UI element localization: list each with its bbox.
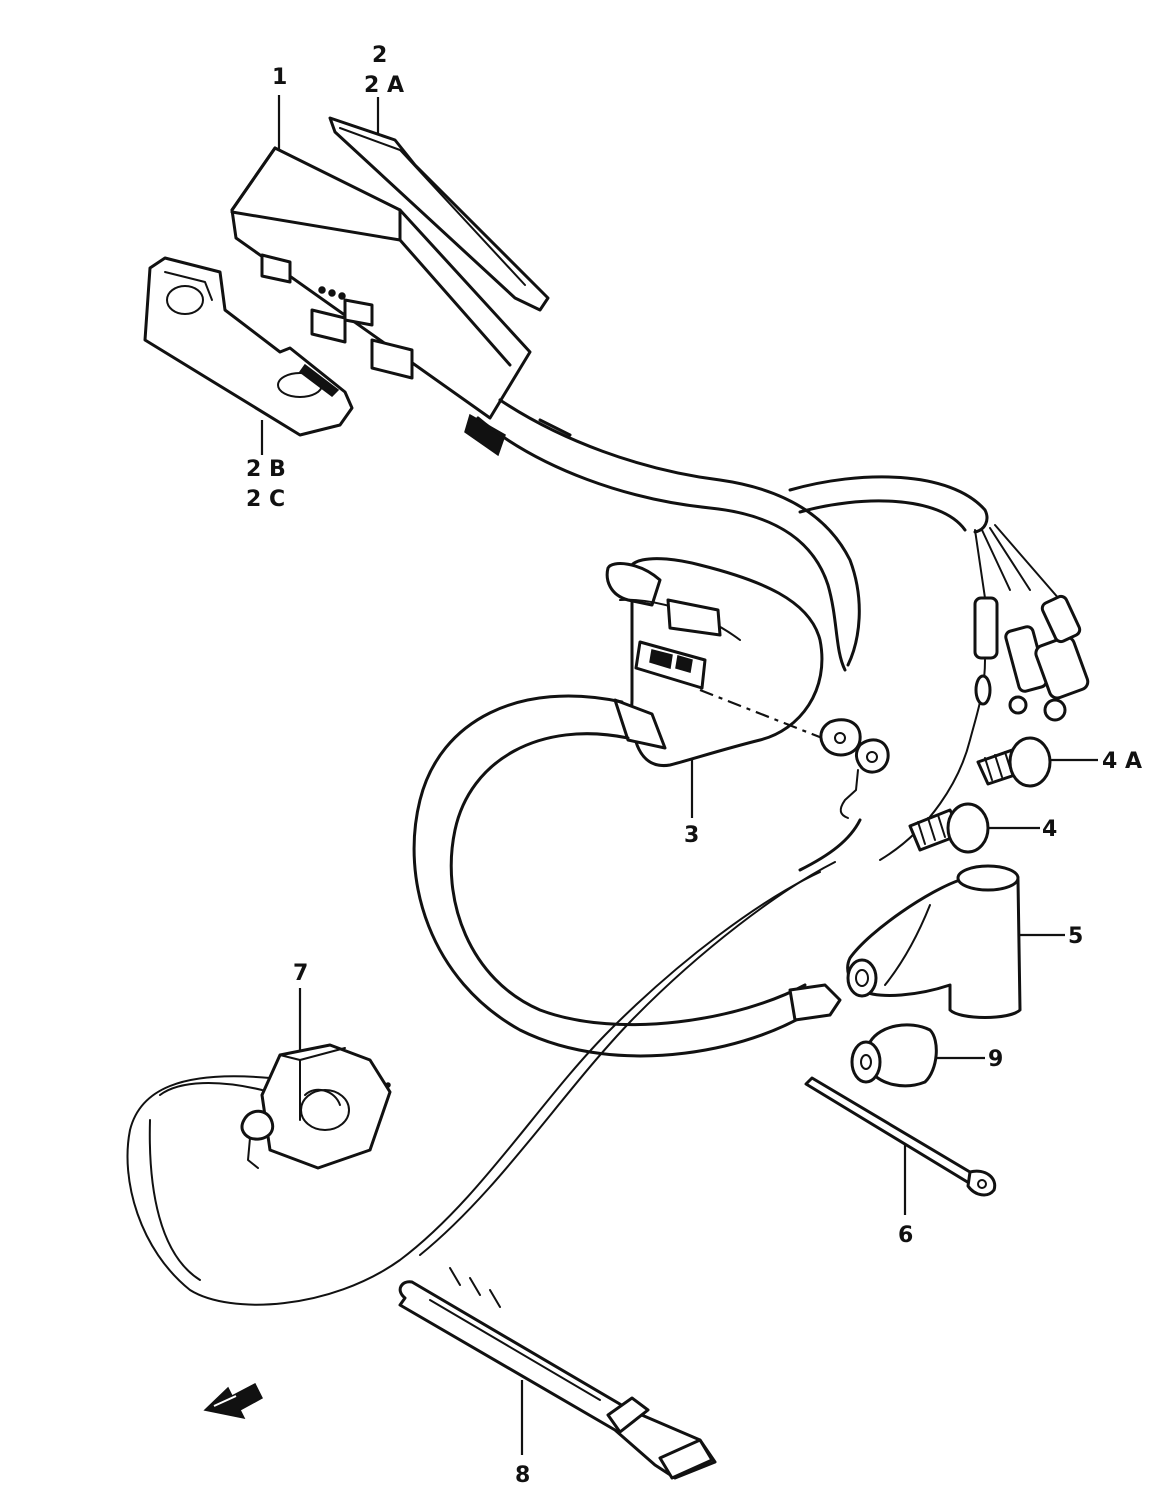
part-3-ignition-coil [605, 557, 890, 819]
part-4-bolt [908, 802, 990, 854]
callout-7: 7 [293, 961, 308, 986]
leader-lines [260, 95, 1098, 1455]
high-tension-lead [412, 694, 842, 1058]
part-2b-bracket [143, 256, 354, 437]
callout-2: 2 [372, 43, 387, 68]
part-1-cdi-unit [230, 146, 532, 457]
callout-8: 8 [515, 1463, 530, 1488]
callout-9: 9 [988, 1047, 1003, 1072]
main-harness [476, 398, 989, 672]
part-8-cable-tie [398, 1267, 717, 1480]
callout-labels: 1 2 2 A 2 B 2 C 3 4 4 A 5 6 7 8 9 [246, 43, 1142, 1488]
callout-4a: 4 A [1102, 749, 1142, 774]
part-6-ground-lead [804, 1076, 997, 1197]
callout-3: 3 [684, 823, 699, 848]
callout-5: 5 [1068, 924, 1083, 949]
harness-connectors [879, 524, 1090, 861]
callout-2a: 2 A [364, 73, 404, 98]
callout-1: 1 [272, 65, 287, 90]
front-direction-arrow-icon [203, 1382, 263, 1420]
part-9-rubber-plug [850, 1023, 938, 1088]
part-5-spark-plug-cap [846, 864, 1022, 1019]
lower-wiring [126, 818, 862, 1306]
callout-6: 6 [898, 1223, 913, 1248]
callout-2c: 2 C [246, 487, 285, 512]
part-4a-bolt [976, 736, 1052, 788]
part-2-cover [328, 116, 550, 312]
callout-2b: 2 B [246, 457, 286, 482]
part-7-switch [240, 1043, 392, 1170]
callout-4: 4 [1042, 817, 1057, 842]
